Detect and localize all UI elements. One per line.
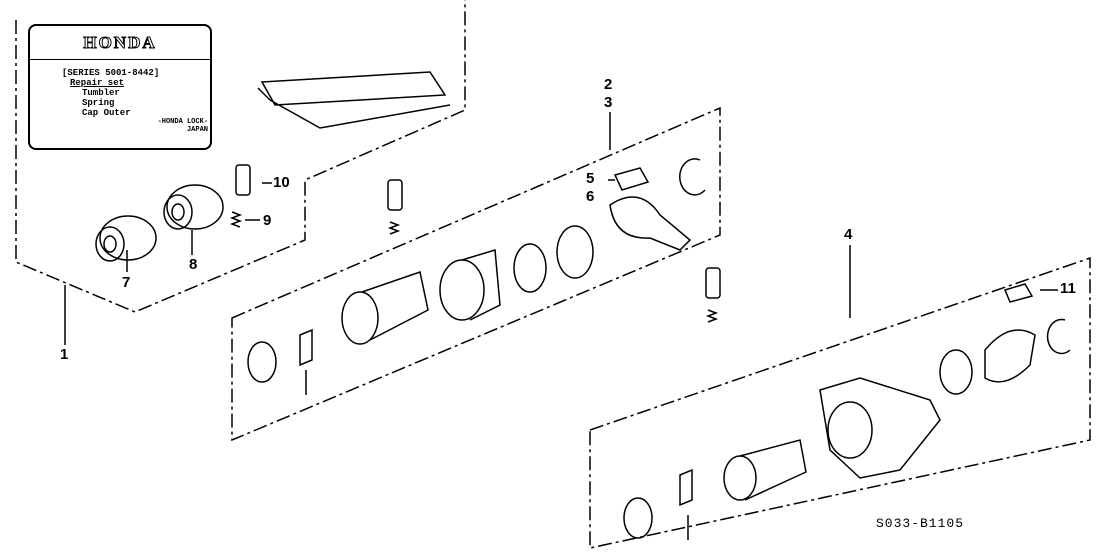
spring-icon-3 [705, 309, 719, 323]
repair-set-title: Repair set [70, 78, 125, 88]
cylinder-housing-icon [439, 249, 501, 321]
lock-cylinder-icon [341, 271, 429, 345]
outer-cap-7-icon [95, 215, 157, 262]
lever-4-icon [984, 329, 1036, 383]
part-drawings [95, 71, 1071, 540]
boundary-set-4 [589, 256, 1091, 549]
boundary-set-2-3 [231, 106, 721, 442]
spring-icon [387, 221, 401, 235]
callout-4: 4 [844, 226, 853, 243]
callout-9: 9 [263, 212, 272, 229]
maker-text: -HONDA LOCK- [157, 118, 208, 126]
ring-icon [513, 243, 547, 293]
series-text: [SERIES 5001-8442] [62, 68, 160, 78]
callout-3: 3 [604, 94, 613, 111]
callout-5: 5 [586, 170, 595, 187]
spring-9-icon [229, 211, 243, 228]
tumbler-icon [387, 179, 403, 211]
lever-6-icon [609, 196, 692, 251]
leader-lines [64, 112, 1058, 345]
rod-5-icon [613, 167, 650, 191]
item-spring: Spring [82, 98, 115, 108]
ring-icon-2 [556, 225, 594, 279]
callout-2: 2 [604, 76, 613, 93]
outer-cap-8-icon [163, 184, 224, 230]
callout-6: 6 [586, 188, 595, 205]
tumbler-icon-3 [705, 267, 721, 299]
rod-11-icon [1003, 283, 1034, 303]
group-boundaries [15, 0, 1091, 549]
item-cap-outer: Cap Outer [82, 108, 131, 118]
cap-icon [247, 341, 277, 383]
callout-7: 7 [122, 274, 131, 291]
cylinder-4-icon [723, 439, 807, 501]
boundary-kit-1 [15, 0, 466, 313]
callout-1: 1 [60, 346, 69, 363]
cap-4-icon [623, 497, 653, 539]
country-text: JAPAN [186, 126, 208, 134]
shutter-4-icon [679, 468, 693, 540]
item-tumbler: Tumbler [82, 88, 120, 98]
manual-sheet-icon [257, 71, 451, 129]
shutter-icon [299, 328, 313, 395]
lock-body-icon [819, 377, 941, 479]
callout-10: 10 [273, 174, 290, 191]
tumbler-10-icon [235, 164, 251, 196]
repair-set-label: HONDA [SERIES 5001-8442] Repair set Tumb… [28, 24, 212, 150]
callout-8: 8 [189, 256, 198, 273]
c-clip-4-icon [1046, 318, 1071, 355]
ring-4-icon [939, 349, 973, 395]
c-clip-icon [679, 158, 706, 196]
honda-logo: HONDA [30, 26, 210, 60]
diagram-code: S033-B1105 [876, 516, 965, 531]
callout-11: 11 [1060, 280, 1076, 297]
